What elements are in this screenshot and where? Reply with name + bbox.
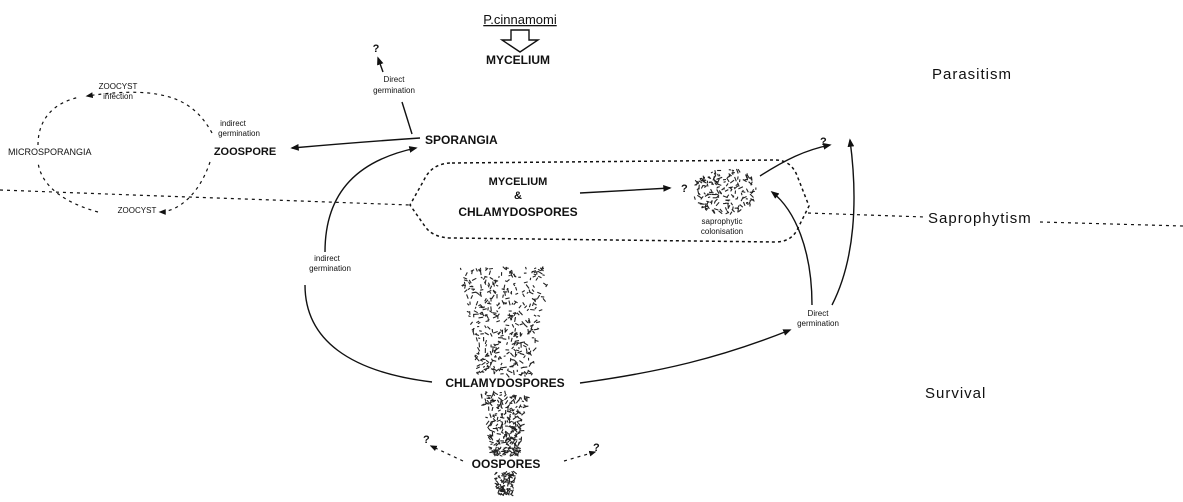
ampersand-label: &	[514, 190, 522, 202]
zoocyst-label: ZOOCYST	[118, 206, 157, 215]
organism-down-arrow-icon	[502, 30, 538, 52]
sporangia-to-direct-germination-line	[402, 102, 412, 134]
microsporangia-label: MICROSPORANGIA	[8, 147, 92, 157]
direct-germination-top-line1: Direct	[384, 75, 406, 84]
zone-divider-middle	[808, 213, 925, 217]
zoospore-to-zoocyst-arrow	[160, 162, 210, 212]
saprophytic-colonisation-line2: colonisation	[701, 227, 743, 236]
mycelium-label: MYCELIUM	[489, 176, 548, 188]
mycelium-top-label: MYCELIUM	[486, 53, 550, 67]
oospores-to-unknown-right-arrow	[564, 452, 595, 461]
chlamydospores-to-direct-germination-arrow	[580, 330, 790, 383]
unknown-colonisation-marker: ?	[681, 183, 688, 195]
direct-germination-to-unknown-arrow	[832, 140, 854, 305]
chlamydospores-saprophytic-label: CHLAMYDOSPORES	[458, 205, 577, 219]
unknown-oospores-left-marker: ?	[423, 434, 430, 446]
direct-germination-to-colonisation-arrow	[772, 192, 812, 305]
organism-title: P.cinnamomi	[483, 12, 557, 27]
oospores-to-unknown-left-arrow	[431, 446, 463, 461]
indirect-germination-to-sporangia-arrow	[325, 148, 416, 252]
zoocyst-infection-line1: ZOOCYST	[99, 82, 138, 91]
unknown-right-marker: ?	[820, 136, 827, 148]
chlamydospores-label: CHLAMYDOSPORES	[445, 376, 564, 390]
oospores-label: OOSPORES	[472, 457, 541, 471]
microsporangia-to-zoocyst-line	[38, 97, 80, 145]
unknown-oospores-right-marker: ?	[593, 442, 600, 454]
saprophytic-colonisation-line1: saprophytic	[702, 217, 743, 226]
mycelium-to-colonisation-arrow	[580, 188, 670, 193]
direct-germination-to-unknown-arrow	[378, 58, 383, 72]
direct-germination-right-line2: germination	[797, 319, 839, 328]
direct-germination-right-line1: Direct	[808, 309, 830, 318]
sporangia-to-zoospore-arrow	[292, 138, 420, 148]
survival-label: Survival	[925, 385, 986, 402]
indirect-germination-zoospore-line2: germination	[218, 129, 260, 138]
saprophytic-zone-enclosure	[410, 160, 809, 242]
indirect-germination-left-line1: indirect	[314, 254, 341, 263]
zone-divider-left	[0, 190, 410, 205]
zoospore-label: ZOOSPORE	[214, 146, 276, 158]
indirect-germination-left-line2: germination	[309, 264, 351, 273]
unknown-top-marker: ?	[373, 43, 380, 55]
zone-divider-right	[1040, 222, 1183, 226]
saprophytic-colonisation-blob	[694, 169, 756, 215]
parasitism-label: Parasitism	[932, 66, 1012, 83]
zoocyst-to-microsporangia-line	[38, 162, 98, 212]
direct-germination-top-line2: germination	[373, 86, 415, 95]
sporangia-label: SPORANGIA	[425, 133, 498, 147]
indirect-germination-zoospore-line1: indirect	[220, 119, 247, 128]
chlamydospores-to-indirect-germination-line	[305, 285, 432, 382]
saprophytism-label: Saprophytism	[928, 210, 1032, 227]
